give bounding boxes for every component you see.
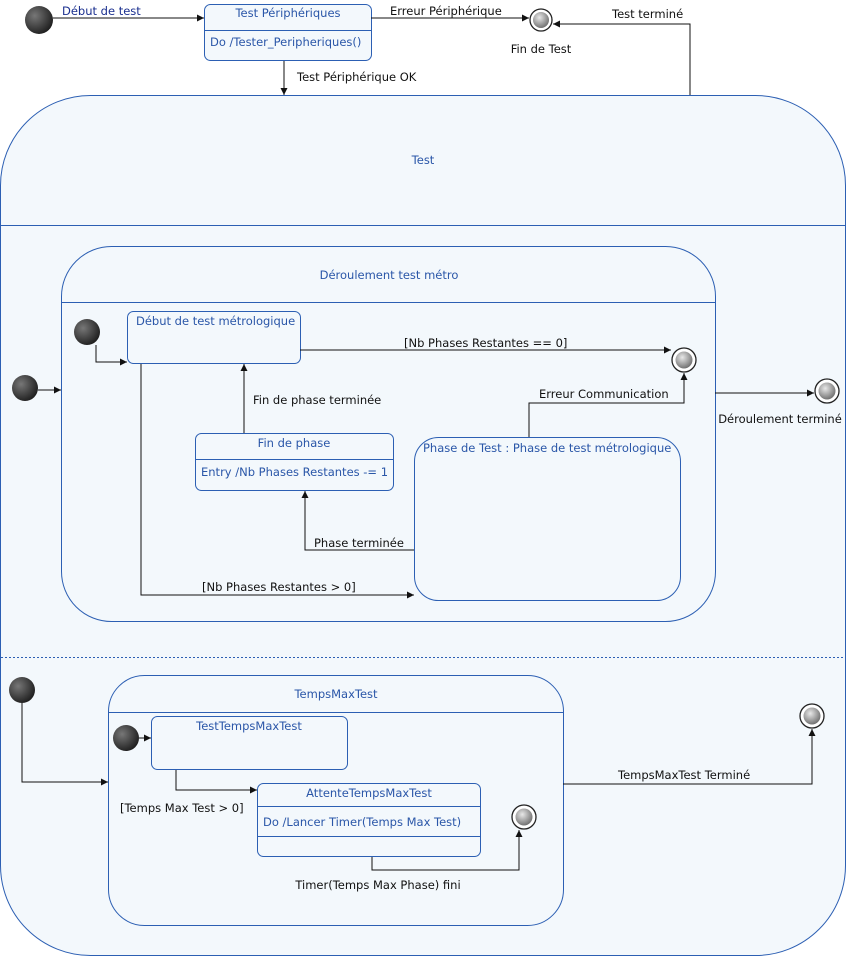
transition-label-debut-de-test: Début de test (62, 4, 141, 18)
transition-label-timer-fini: Timer(Temps Max Phase) fini (294, 878, 460, 892)
transition-tempsmaxtest-termine[interactable] (563, 729, 816, 785)
state-test-peripheriques[interactable]: Test Périphériques Do /Tester_Peripheriq… (204, 4, 372, 61)
state-attente-action: Do /Lancer Timer(Temps Max Test) (263, 815, 461, 829)
final-label-fin-de-test: Fin de Test (511, 42, 572, 56)
state-attente-name: AttenteTempsMaxTest (306, 786, 432, 800)
state-deroulement-name: Déroulement test métro (320, 268, 459, 282)
transition-temps-max-test-positive[interactable] (175, 770, 257, 794)
transition-into-tempsmaxtest[interactable] (21, 703, 108, 786)
state-fin-de-phase[interactable]: Fin de phase Entry /Nb Phases Restantes … (195, 433, 394, 491)
final-node-fin-de-test (529, 8, 553, 32)
transition-label-fin-de-phase-terminee: Fin de phase terminée (253, 393, 381, 407)
state-test-name: Test (411, 153, 435, 167)
initial-node-tempsmaxtest (113, 725, 139, 751)
state-tempsmaxtest-name: TempsMaxTest (293, 687, 378, 701)
transition-nb-phases-positive[interactable] (140, 364, 414, 599)
transition-label-temps-max-test-positive: [Temps Max Test > 0] (120, 801, 244, 815)
final-node-deroulement-termine (814, 378, 840, 404)
transition-timer-fini[interactable] (371, 830, 523, 871)
initial-node-top (25, 6, 53, 34)
final-node-tempsmaxtest-termine (799, 703, 825, 729)
transition-label-erreur-communication: Erreur Communication (539, 387, 669, 401)
transition-label-tempsmaxtest-termine: TempsMaxTest Terminé (617, 768, 750, 782)
transition-label-test-termine: Test terminé (611, 7, 683, 21)
transition-label-phase-terminee: Phase terminée (314, 536, 404, 550)
transition-erreur-communication[interactable] (528, 373, 688, 437)
initial-node-region-1 (12, 375, 38, 401)
final-label-deroulement-termine: Déroulement terminé (718, 412, 842, 426)
transition-label-nb-phases-positive: [Nb Phases Restantes > 0] (202, 580, 356, 594)
final-node-tempsmaxtest (511, 804, 537, 830)
transition-test-termine[interactable] (553, 20, 691, 95)
state-test-peripheriques-name: Test Périphériques (234, 6, 340, 20)
state-debut-metro[interactable]: Début de test métrologique (127, 311, 301, 364)
state-testtempsmaxtest-name: TestTempsMaxTest (195, 719, 302, 733)
initial-node-region-2 (9, 677, 35, 703)
transition-initial-debut-metro[interactable] (95, 345, 127, 366)
state-testtempsmaxtest[interactable]: TestTempsMaxTest (151, 716, 348, 770)
state-fin-de-phase-name: Fin de phase (258, 436, 331, 450)
initial-node-deroulement (74, 319, 100, 345)
state-fin-de-phase-action: Entry /Nb Phases Restantes -= 1 (201, 465, 388, 479)
state-phase-de-test-name: Phase de Test : Phase de test métrologiq… (423, 441, 671, 455)
transition-label-test-peripherique-ok: Test Périphérique OK (296, 70, 417, 84)
final-node-deroulement (671, 347, 697, 373)
transition-phase-terminee[interactable] (301, 491, 414, 551)
state-debut-metro-name: Début de test métrologique (136, 314, 295, 328)
state-phase-de-test[interactable]: Phase de Test : Phase de test métrologiq… (414, 437, 681, 601)
state-test-peripheriques-action: Do /Tester_Peripheriques() (210, 35, 361, 49)
state-attente[interactable]: AttenteTempsMaxTest Do /Lancer Timer(Tem… (257, 783, 481, 857)
transition-label-erreur-peripherique: Erreur Périphérique (390, 4, 502, 18)
transition-label-nb-phases-zero: [Nb Phases Restantes == 0] (404, 336, 567, 350)
